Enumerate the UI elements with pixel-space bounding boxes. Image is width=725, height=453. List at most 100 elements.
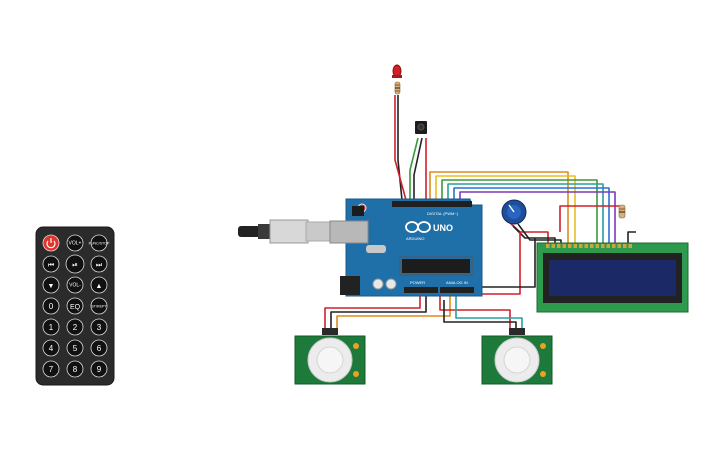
remote-button[interactable]: 7 — [42, 360, 60, 378]
usb-cable-body — [258, 224, 272, 239]
pir-sensor-2[interactable] — [481, 328, 553, 385]
wire-led-red[interactable] — [394, 95, 407, 201]
remote-button[interactable]: ⏮ — [42, 255, 60, 273]
remote-button[interactable]: 0 — [42, 297, 60, 315]
remote-button[interactable]: FUNC/STOP — [89, 234, 110, 252]
ir-remote[interactable]: VOL+ FUNC/STOP ⏮ ⏯ ⏭ ▼ VOL- ▲ 0 EQ ST/REPT 1 2 3 4 5 6 7 8… — [35, 226, 115, 386]
power-pins-label: POWER — [410, 280, 425, 285]
wire-lcd-purple[interactable] — [459, 191, 616, 244]
remote-button-label: ST/REPT — [91, 305, 107, 309]
wire-led[interactable] — [397, 95, 403, 201]
remote-button[interactable]: 3 — [90, 318, 108, 336]
pir2-dome-inner — [503, 346, 531, 374]
wire-pir1-black[interactable] — [330, 292, 427, 333]
wire-5v-red[interactable] — [465, 232, 521, 295]
wire-pot-black[interactable] — [512, 225, 556, 244]
power-icon — [46, 240, 56, 249]
remote-button-label: EQ — [70, 304, 81, 311]
remote-button-label: 6 — [97, 344, 102, 353]
wire-pot-wiper[interactable] — [517, 223, 562, 244]
analog-pins-label: ANALOG IN — [446, 280, 468, 285]
lcd-pin — [606, 244, 610, 248]
wire-pir1-red[interactable] — [324, 292, 421, 333]
ir-receiver-lens — [417, 123, 425, 131]
small-ic — [352, 206, 364, 216]
remote-power-button[interactable] — [42, 234, 60, 252]
wire-lcd-backlight-red[interactable] — [559, 205, 623, 232]
remote-button[interactable]: ⏭ — [90, 255, 108, 273]
wire-pir2-teal[interactable] — [455, 292, 523, 333]
wire-pir1-orange[interactable] — [336, 292, 451, 333]
pir2-pins — [509, 328, 525, 335]
wire-lcd-green[interactable] — [441, 179, 598, 244]
digital-pins-label: DIGITAL (PWM~) — [427, 211, 459, 216]
remote-button[interactable]: VOL- — [66, 276, 84, 294]
remote-button[interactable]: ▲ — [90, 276, 108, 294]
capacitor-2 — [385, 278, 397, 290]
remote-button[interactable]: 1 — [42, 318, 60, 336]
wire-pir2-black[interactable] — [443, 300, 517, 333]
ir-receiver[interactable] — [415, 121, 427, 134]
remote-button-grid: VOL+ FUNC/STOP ⏮ ⏯ ⏭ ▼ VOL- ▲ 0 EQ ST/REPT 1 2 3 4 5 6 7 8… — [42, 234, 110, 378]
remote-button[interactable]: ▼ — [42, 276, 60, 294]
remote-button[interactable]: EQ — [66, 297, 84, 315]
lcd-pin — [584, 244, 588, 248]
pir1-adjust-2 — [353, 371, 359, 377]
lcd-pin — [617, 244, 621, 248]
lcd-pin — [557, 244, 561, 248]
wire-ir-black[interactable] — [413, 137, 423, 200]
wire-lcd-backlight-black[interactable] — [627, 231, 636, 244]
led-resistor[interactable] — [394, 81, 401, 95]
remote-button[interactable]: 4 — [42, 339, 60, 357]
remote-button-label: 9 — [97, 365, 102, 374]
led-base — [392, 75, 402, 78]
remote-button[interactable]: ⏯ — [65, 254, 85, 274]
wire-lcd-blue[interactable] — [453, 187, 610, 244]
remote-button[interactable]: 8 — [66, 360, 84, 378]
remote-button-label: 4 — [49, 344, 54, 353]
wire-lcd-yellow[interactable] — [435, 175, 576, 244]
remote-button[interactable]: 6 — [90, 339, 108, 357]
lcd-pin — [628, 244, 632, 248]
arduino-uno[interactable]: UNO ARDUINO DIGITAL (PWM~) POWER ANALOG … — [329, 198, 483, 297]
pir2-adjust-2 — [540, 371, 546, 377]
wire-lcd-orange[interactable] — [429, 171, 569, 244]
remote-button-label: ▼ — [48, 283, 55, 290]
remote-button[interactable]: 2 — [66, 318, 84, 336]
arduino-brand-label: ARDUINO — [406, 236, 424, 241]
red-led[interactable] — [392, 64, 402, 78]
potentiometer[interactable] — [501, 199, 527, 225]
lcd-pin — [601, 244, 605, 248]
capacitor-1 — [372, 278, 384, 290]
wire-gnd-black[interactable] — [475, 238, 536, 288]
arduino-uno-label: UNO — [433, 223, 453, 233]
lcd-screen — [549, 260, 676, 296]
usb-cable-strain — [238, 226, 260, 237]
wires — [324, 95, 636, 333]
pir1-adjust-1 — [353, 343, 359, 349]
usb-connector-plug — [305, 221, 331, 242]
lcd-pin — [623, 244, 627, 248]
wire-ir-green[interactable] — [409, 137, 419, 200]
lcd-display[interactable] — [536, 242, 689, 313]
remote-button[interactable]: 5 — [66, 339, 84, 357]
crystal — [366, 245, 386, 253]
remote-button-label: 7 — [49, 365, 54, 374]
pot-indicator — [508, 204, 515, 213]
pir-sensor-1[interactable] — [294, 328, 366, 385]
remote-button[interactable]: 9 — [90, 360, 108, 378]
power-header — [404, 287, 438, 293]
analog-header — [440, 287, 474, 293]
lcd-pin — [595, 244, 599, 248]
pir2-adjust-1 — [540, 343, 546, 349]
usb-cable[interactable] — [238, 219, 331, 244]
lcd-pin-header — [546, 244, 632, 248]
remote-button[interactable]: ST/REPT — [90, 297, 108, 315]
lcd-resistor[interactable] — [618, 204, 626, 219]
chip-socket — [399, 256, 473, 276]
remote-button-label: 2 — [73, 323, 78, 332]
pir1-dome-inner — [316, 346, 344, 374]
usb-connector-housing — [269, 219, 309, 244]
remote-button[interactable]: VOL+ — [66, 234, 84, 252]
wire-lcd-teal[interactable] — [447, 183, 604, 244]
